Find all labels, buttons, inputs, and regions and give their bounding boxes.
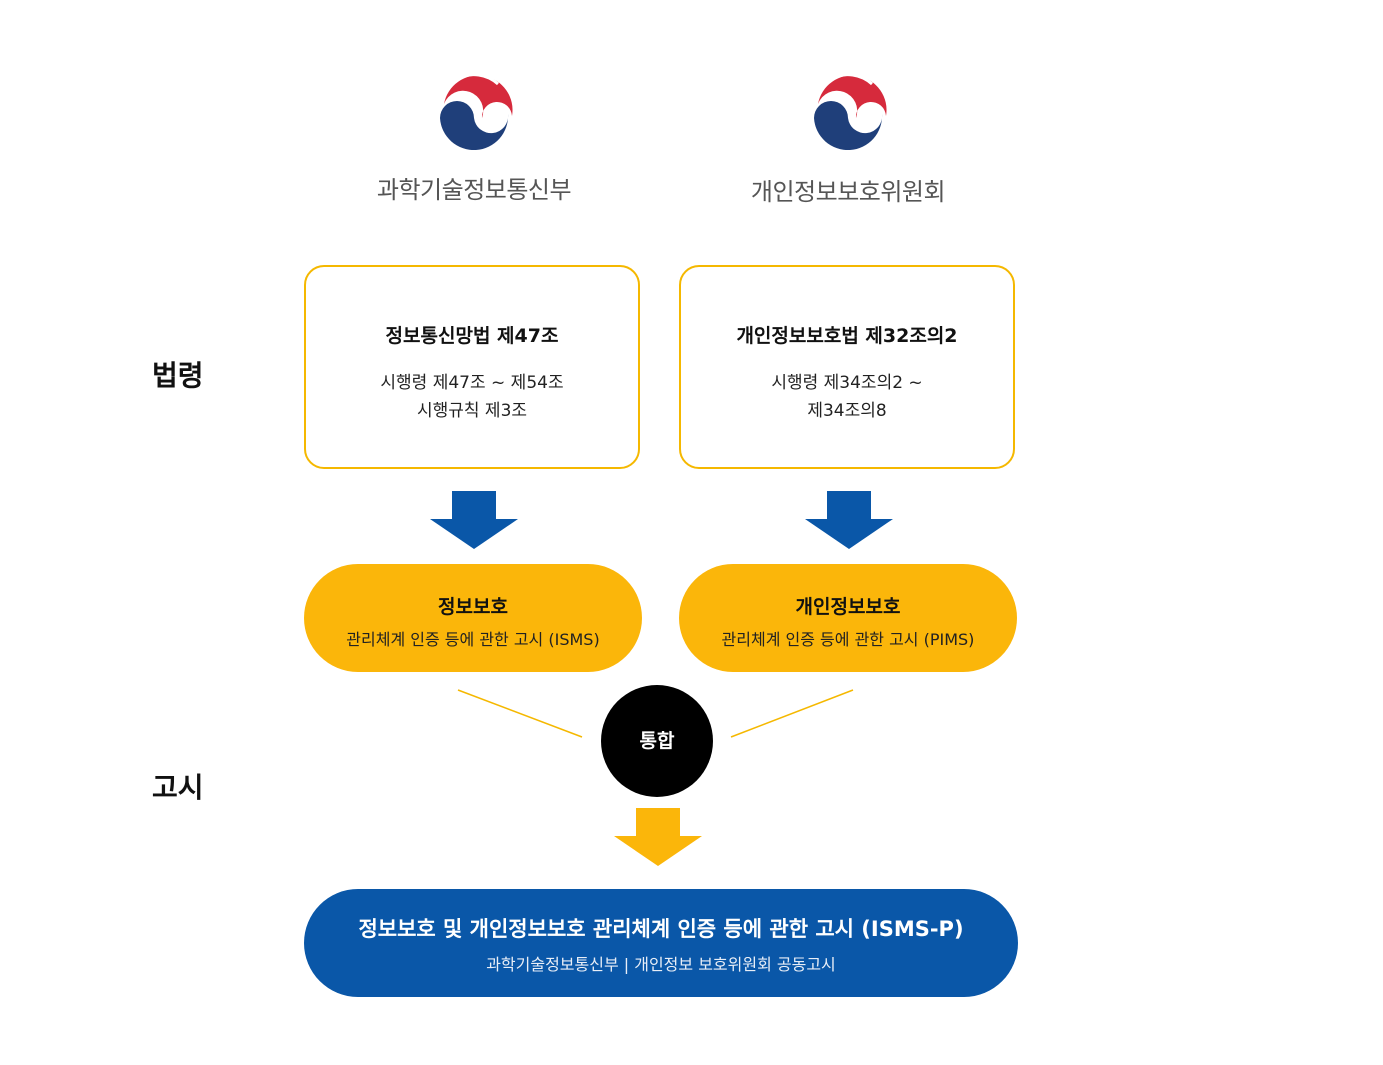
final-notice-title: 정보보호 및 개인정보보호 관리체계 인증 등에 관한 고시 (ISMS-P) bbox=[358, 917, 964, 941]
notice-pill-pims: 개인정보보호 관리체계 인증 등에 관한 고시 (PIMS) bbox=[679, 564, 1017, 672]
notice-subtitle: 관리체계 인증 등에 관한 고시 (PIMS) bbox=[721, 630, 975, 649]
law-title: 정보통신망법 제47조 bbox=[385, 325, 559, 347]
merge-circle: 통합 bbox=[601, 685, 713, 797]
notice-title: 정보보호 bbox=[438, 596, 508, 618]
notice-pill-isms: 정보보호 관리체계 인증 등에 관한 고시 (ISMS) bbox=[304, 564, 642, 672]
law-details: 시행령 제34조의2 ~ 제34조의8 bbox=[681, 369, 1013, 425]
law-detail-line: 시행령 제47조 ~ 제54조 bbox=[380, 373, 564, 393]
notice-title: 개인정보보호 bbox=[795, 596, 901, 618]
notice-subtitle: 관리체계 인증 등에 관한 고시 (ISMS) bbox=[346, 630, 600, 649]
law-detail-line: 제34조의8 bbox=[807, 401, 887, 421]
law-detail-line: 시행령 제34조의2 ~ bbox=[771, 373, 923, 393]
side-label-laws: 법령 bbox=[152, 359, 204, 392]
final-notice-isms-p: 정보보호 및 개인정보보호 관리체계 인증 등에 관한 고시 (ISMS-P) … bbox=[304, 889, 1018, 997]
government-emblem-icon bbox=[436, 74, 513, 151]
government-emblem-icon bbox=[810, 74, 887, 151]
arrow-down-icon bbox=[805, 491, 893, 549]
law-box-network-act: 정보통신망법 제47조 시행령 제47조 ~ 제54조 시행규칙 제3조 bbox=[304, 265, 640, 469]
connector-line-right bbox=[730, 689, 854, 738]
org-name-pipc: 개인정보보호위원회 bbox=[750, 178, 946, 206]
final-notice-subtitle: 과학기술정보통신부 | 개인정보 보호위원회 공동고시 bbox=[486, 955, 836, 974]
org-name-msit: 과학기술정보통신부 bbox=[376, 176, 572, 204]
connector-line-left bbox=[457, 689, 583, 738]
law-title: 개인정보보호법 제32조의2 bbox=[736, 325, 958, 347]
law-detail-line: 시행규칙 제3조 bbox=[416, 401, 528, 421]
arrow-down-icon bbox=[430, 491, 518, 549]
side-label-notice: 고시 bbox=[152, 771, 204, 804]
law-details: 시행령 제47조 ~ 제54조 시행규칙 제3조 bbox=[306, 369, 638, 425]
arrow-down-icon bbox=[614, 808, 702, 866]
law-box-privacy-act: 개인정보보호법 제32조의2 시행령 제34조의2 ~ 제34조의8 bbox=[679, 265, 1015, 469]
